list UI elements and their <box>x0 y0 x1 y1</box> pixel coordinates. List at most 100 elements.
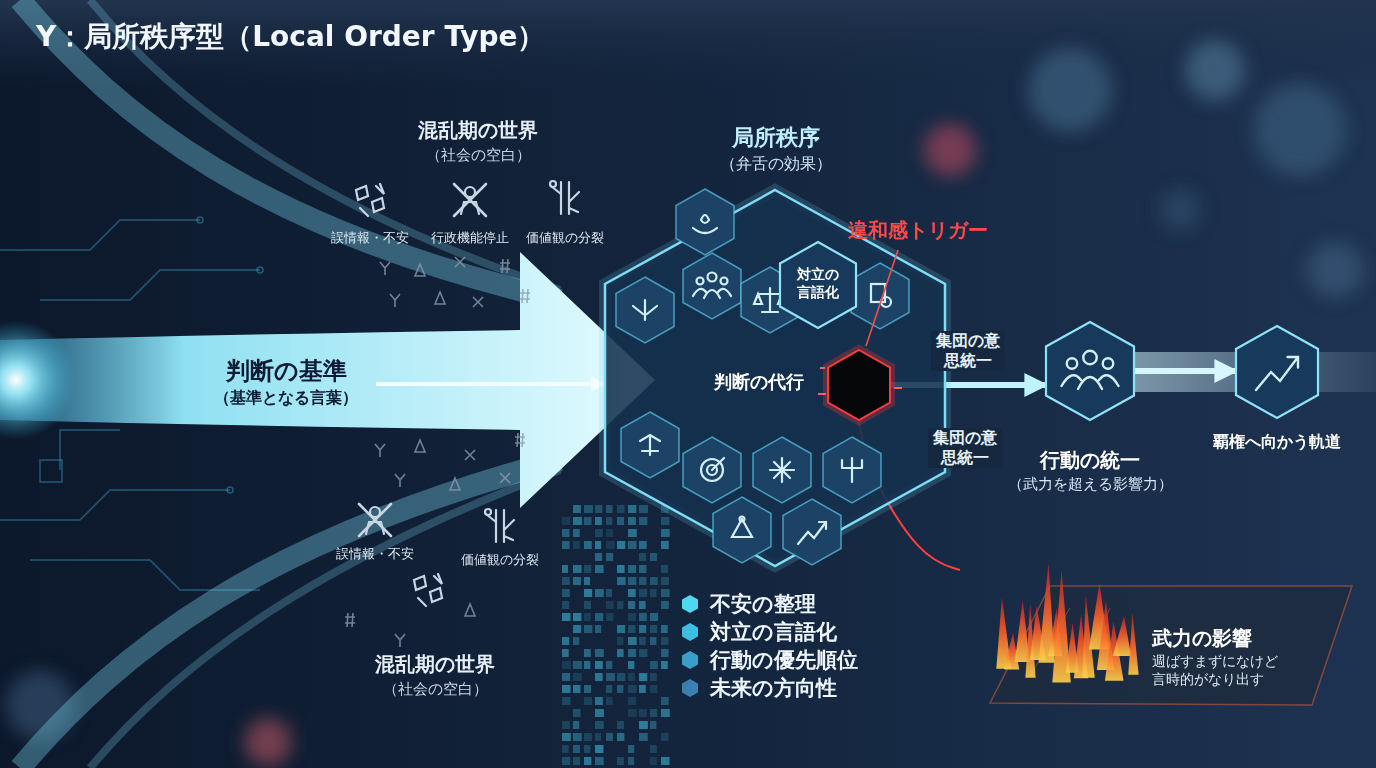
code-cell <box>573 505 581 513</box>
bokeh-light <box>244 718 292 766</box>
icon-caption: 誤情報・不安 <box>318 230 422 246</box>
code-cell <box>573 541 580 549</box>
bokeh-light <box>1028 48 1112 132</box>
code-cell <box>628 541 637 549</box>
code-cell <box>562 685 571 693</box>
code-cell <box>661 697 669 705</box>
noise-glyph <box>465 450 475 460</box>
hex-icon <box>1062 351 1119 389</box>
code-cell <box>628 505 636 513</box>
pictogram <box>732 517 752 538</box>
code-cell <box>562 637 569 645</box>
drawing-part <box>550 181 556 187</box>
code-cell <box>573 733 582 741</box>
code-cell <box>595 757 604 765</box>
drawing-part <box>473 297 483 307</box>
drawing-part <box>676 189 734 255</box>
title-holder: Y：局所秩序型（Local Order Type） <box>36 18 545 56</box>
bokeh-light <box>1254 84 1346 176</box>
code-cell <box>562 661 571 669</box>
code-cell <box>573 721 579 729</box>
code-cell <box>595 613 603 621</box>
code-cell <box>606 505 613 513</box>
legend-swatch-holder <box>680 594 700 614</box>
trigger-label: 違和感トリガー <box>848 218 988 243</box>
icon-cell <box>683 253 741 319</box>
drawing-part <box>640 435 660 455</box>
drawing-part <box>621 412 679 478</box>
code-cell <box>584 589 592 597</box>
code-cell <box>595 529 603 537</box>
code-cell <box>562 541 570 549</box>
drawing-part <box>708 273 717 282</box>
hex-label: 対立の言語化 <box>796 266 839 301</box>
code-cell <box>606 685 612 693</box>
drawing-part <box>740 517 745 522</box>
code-cell <box>628 577 636 585</box>
drawing-part <box>697 278 704 285</box>
pictogram <box>871 284 891 307</box>
code-cell <box>573 565 582 573</box>
drawing-part <box>633 300 657 320</box>
pictogram <box>701 458 724 481</box>
code-cell <box>606 733 613 741</box>
title-band <box>0 0 1376 90</box>
code-cell <box>573 673 582 681</box>
code-cell <box>573 625 581 633</box>
pictogram <box>633 300 657 320</box>
code-cell <box>573 661 582 669</box>
pictogram <box>693 273 731 299</box>
drawing-part <box>380 262 390 275</box>
noise-glyph <box>415 440 425 452</box>
code-cell <box>628 709 637 717</box>
chaos-icon <box>550 181 579 214</box>
icon-cell <box>616 277 674 343</box>
code-cell <box>595 745 603 753</box>
code-cell <box>573 529 580 537</box>
drawing-part <box>435 292 445 304</box>
code-cell <box>584 685 591 693</box>
trigger-hexagon <box>828 350 890 420</box>
pictogram <box>693 215 717 233</box>
noise-glyph <box>390 294 400 307</box>
node-shape <box>960 498 1360 720</box>
code-cell <box>661 625 668 633</box>
legend-text: 対立の言語化 <box>710 619 837 645</box>
drawing-part <box>770 458 794 482</box>
pictogram <box>1256 357 1298 390</box>
drawing-part <box>395 634 405 647</box>
code-cell <box>595 565 604 573</box>
code-cell <box>617 673 625 681</box>
drawing-part <box>1083 351 1097 365</box>
code-cell <box>628 649 636 657</box>
code-cell <box>650 685 658 693</box>
drawing-part <box>486 510 514 542</box>
code-cell <box>617 625 625 633</box>
hexagon <box>1236 326 1318 418</box>
code-cell <box>573 685 580 693</box>
code-cell <box>584 565 591 573</box>
chaos-icon <box>359 504 391 536</box>
code-cell <box>628 697 636 705</box>
hex-node: 違和感トリガー <box>826 218 998 422</box>
code-cell <box>595 721 604 729</box>
code-cell <box>617 577 626 585</box>
code-cell <box>628 661 634 669</box>
drawing-part <box>515 433 525 447</box>
icon-caption: 価値観の分裂 <box>448 552 552 568</box>
code-cell <box>595 661 603 669</box>
noise-glyph <box>395 474 405 487</box>
code-cell <box>584 505 593 513</box>
hex-node: 局所秩序（弁舌の効果）対立の言語化判断の代行違和感トリガー <box>598 116 954 568</box>
code-cell <box>639 565 647 573</box>
drawing-part <box>1062 375 1119 389</box>
legend-swatch-holder <box>680 622 700 642</box>
code-cell <box>606 673 615 681</box>
legend-swatch-holder <box>680 650 700 670</box>
drawing-part <box>823 437 881 503</box>
chaos-icon <box>356 184 384 216</box>
code-cell <box>617 757 624 765</box>
code-cell <box>661 757 670 765</box>
legend-row: 未来の方向性 <box>680 674 858 702</box>
icon-cell <box>851 263 909 329</box>
